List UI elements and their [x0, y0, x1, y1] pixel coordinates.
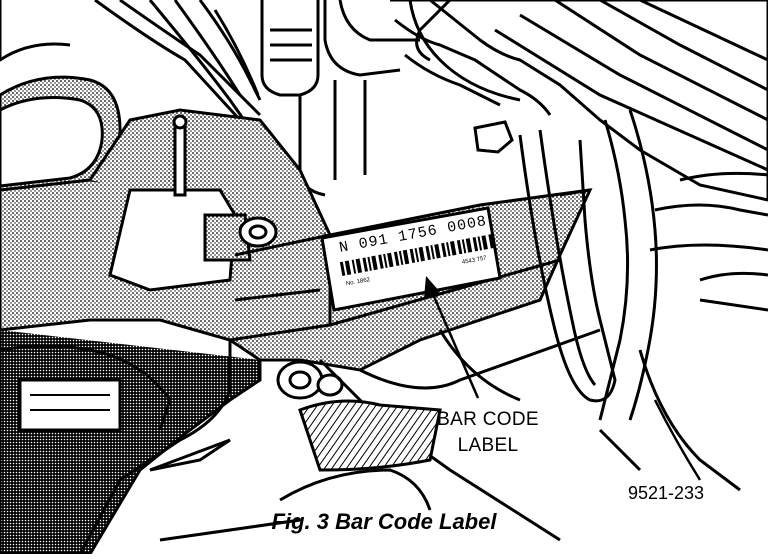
figure-number-leader: [653, 399, 702, 481]
upper-left-housing: [0, 0, 122, 202]
bar-code-label: N 091 1756 0008 No. 1862 4543 757: [320, 206, 502, 312]
hoses: [518, 109, 768, 492]
shift-bracket: [108, 114, 252, 292]
barcode-bars: [339, 234, 494, 276]
callout-bar-code: BAR CODE: [437, 409, 539, 430]
lower-plate: [149, 399, 442, 472]
leader-arrow: [424, 276, 480, 399]
bolt: [238, 120, 514, 400]
upper-pipes: [94, 0, 420, 197]
callout-label: LABEL: [457, 435, 519, 456]
label-small-left: No. 1862: [345, 277, 371, 287]
figure-number: 9521-233: [628, 483, 705, 503]
label-small-right: 4543 757: [461, 255, 487, 266]
upper-right-bracket: [390, 0, 768, 202]
figure-caption: Fig. 3 Bar Code Label: [271, 509, 497, 534]
